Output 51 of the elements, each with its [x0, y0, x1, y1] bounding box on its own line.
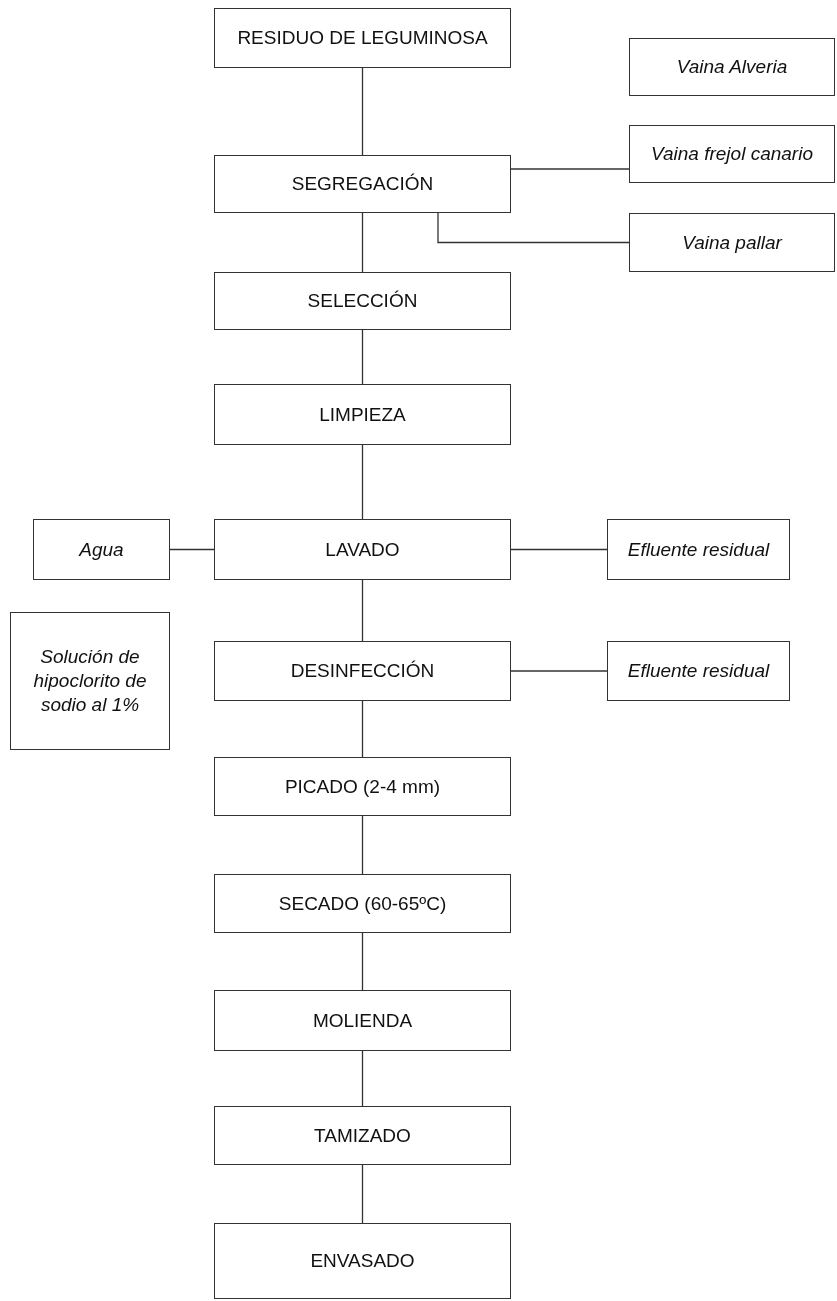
process-box	[214, 990, 511, 1051]
connector-line	[361, 67, 364, 156]
box-label: SECADO (60-65ºC)	[278, 891, 447, 916]
box-label: Vaina pallar	[682, 230, 782, 255]
connector-line	[361, 700, 364, 758]
connector-line	[169, 548, 215, 551]
process-box	[214, 757, 511, 816]
process-box	[214, 1223, 511, 1299]
connector-line	[510, 670, 608, 672]
process-box	[214, 641, 511, 701]
box-label: SEGREGACIÓN	[291, 172, 434, 196]
connector-line	[361, 329, 364, 385]
process-box	[214, 519, 511, 580]
connector-line	[361, 932, 364, 991]
process-box	[214, 272, 511, 330]
process-box	[214, 874, 511, 933]
connector-line	[510, 168, 630, 170]
box-label: Efluente residual	[627, 537, 770, 562]
box-label: TAMIZADO	[314, 1123, 411, 1148]
box-label: RESIDUO DE LEGUMINOSA	[237, 26, 488, 50]
connector-line	[361, 1164, 364, 1224]
box-label: LIMPIEZA	[319, 402, 406, 427]
box-label: ENVASADO	[310, 1249, 415, 1273]
material-box	[629, 125, 835, 183]
box-label: Vaina frejol canario	[651, 142, 813, 166]
box-label: MOLIENDA	[312, 1008, 413, 1033]
process-box	[214, 8, 511, 68]
connector-line	[510, 548, 608, 551]
connector-line	[361, 444, 364, 520]
box-label: LAVADO	[325, 537, 400, 562]
material-box	[629, 213, 835, 272]
material-box	[607, 519, 790, 580]
box-label: SELECCIÓN	[307, 289, 418, 313]
material-box	[10, 612, 170, 750]
material-box	[607, 641, 790, 701]
box-label: Solución de hipoclorito de sodio al 1%	[32, 645, 148, 717]
connector-line	[361, 212, 364, 273]
box-label: Efluente residual	[627, 659, 770, 683]
material-box	[629, 38, 835, 96]
box-label: PICADO (2-4 mm)	[284, 774, 441, 799]
connector-line	[437, 212, 630, 244]
process-box	[214, 384, 511, 445]
material-box	[33, 519, 170, 580]
connector-line	[361, 579, 364, 642]
box-label: DESINFECCIÓN	[290, 659, 435, 683]
connector-line	[361, 1050, 364, 1107]
box-label: Vaina Alveria	[676, 55, 788, 79]
connector-line	[361, 815, 364, 875]
box-label: Agua	[79, 537, 124, 562]
process-box	[214, 1106, 511, 1165]
process-box	[214, 155, 511, 213]
